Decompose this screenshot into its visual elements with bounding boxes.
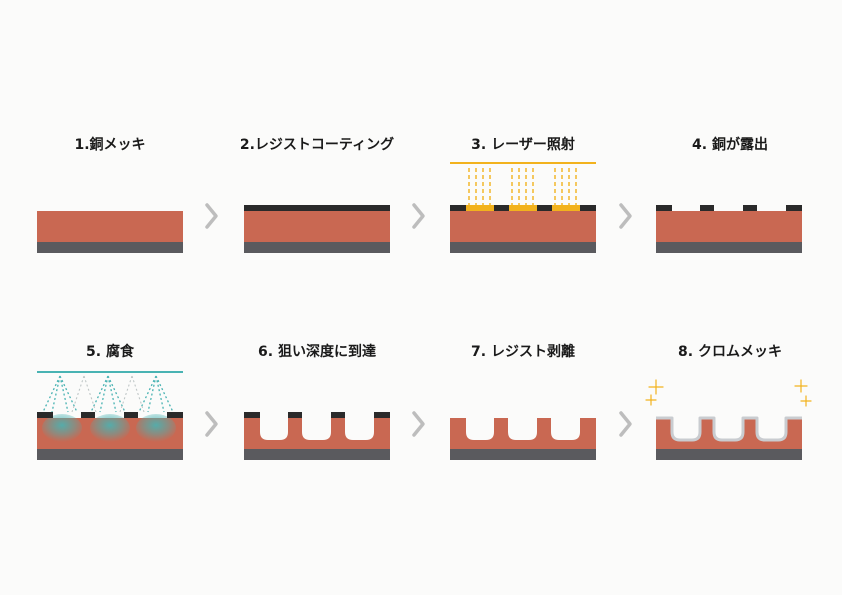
step-2-label: 2.レジストコーティング bbox=[239, 137, 395, 153]
etchant-spray bbox=[42, 375, 174, 413]
copper-layer bbox=[656, 211, 802, 242]
base-layer bbox=[450, 449, 596, 460]
step-2-diagram bbox=[244, 205, 390, 253]
etch-zone bbox=[136, 414, 176, 442]
resist-block bbox=[244, 412, 260, 418]
copper-layer bbox=[244, 211, 390, 242]
resist-block bbox=[743, 205, 757, 211]
resist-block bbox=[656, 205, 672, 211]
etch-zone bbox=[90, 414, 130, 442]
base-layer bbox=[656, 242, 802, 253]
etch-zone bbox=[42, 414, 82, 442]
step-5-diagram bbox=[37, 371, 183, 460]
base-layer bbox=[37, 242, 183, 253]
etched-copper bbox=[244, 418, 390, 449]
exposed-resist bbox=[466, 205, 494, 211]
resist-block bbox=[374, 412, 390, 418]
chevron-right-icon bbox=[205, 203, 218, 229]
sparkle-icon bbox=[794, 379, 812, 407]
step-7-diagram bbox=[450, 418, 596, 460]
step-3-label: 3. レーザー照射 bbox=[471, 137, 575, 153]
resist-block bbox=[288, 412, 302, 418]
chevron-right-icon bbox=[619, 203, 632, 229]
copper-layer bbox=[37, 211, 183, 242]
resist-layer bbox=[244, 205, 390, 211]
step-8-label: 8. クロムメッキ bbox=[678, 344, 782, 360]
exposed-resist bbox=[509, 205, 537, 211]
step-6-diagram bbox=[244, 412, 390, 460]
chevron-right-icon bbox=[205, 411, 218, 437]
step-8-diagram bbox=[645, 379, 812, 460]
resist-block bbox=[124, 412, 138, 418]
base-layer bbox=[656, 449, 802, 460]
resist-block bbox=[81, 412, 95, 418]
etched-copper bbox=[656, 418, 802, 449]
step-6-label: 6. 狙い深度に到達 bbox=[258, 344, 376, 360]
base-layer bbox=[450, 242, 596, 253]
step-4-diagram bbox=[656, 205, 802, 253]
exposed-resist bbox=[552, 205, 580, 211]
step-7-label: 7. レジスト剥離 bbox=[471, 344, 575, 360]
chevron-right-icon bbox=[412, 411, 425, 437]
sparkle-icon bbox=[645, 379, 664, 406]
resist-block bbox=[37, 412, 53, 418]
step-1-label: 1.銅メッキ bbox=[74, 137, 146, 153]
etched-copper bbox=[450, 418, 596, 449]
resist-block bbox=[167, 412, 183, 418]
base-layer bbox=[37, 449, 183, 460]
step-1-diagram bbox=[37, 211, 183, 253]
base-layer bbox=[244, 242, 390, 253]
laser-beams bbox=[468, 168, 577, 205]
resist-block bbox=[700, 205, 714, 211]
chevron-right-icon bbox=[619, 411, 632, 437]
chevron-right-icon bbox=[412, 203, 425, 229]
resist-block bbox=[331, 412, 345, 418]
base-layer bbox=[244, 449, 390, 460]
step-5-label: 5. 腐食 bbox=[86, 344, 134, 360]
copper-layer bbox=[450, 211, 596, 242]
chrome-plating bbox=[656, 416, 802, 442]
etchant-spray-secondary bbox=[71, 375, 145, 413]
resist-block bbox=[786, 205, 802, 211]
step-3-diagram bbox=[450, 162, 596, 253]
step-4-label: 4. 銅が露出 bbox=[692, 137, 768, 153]
